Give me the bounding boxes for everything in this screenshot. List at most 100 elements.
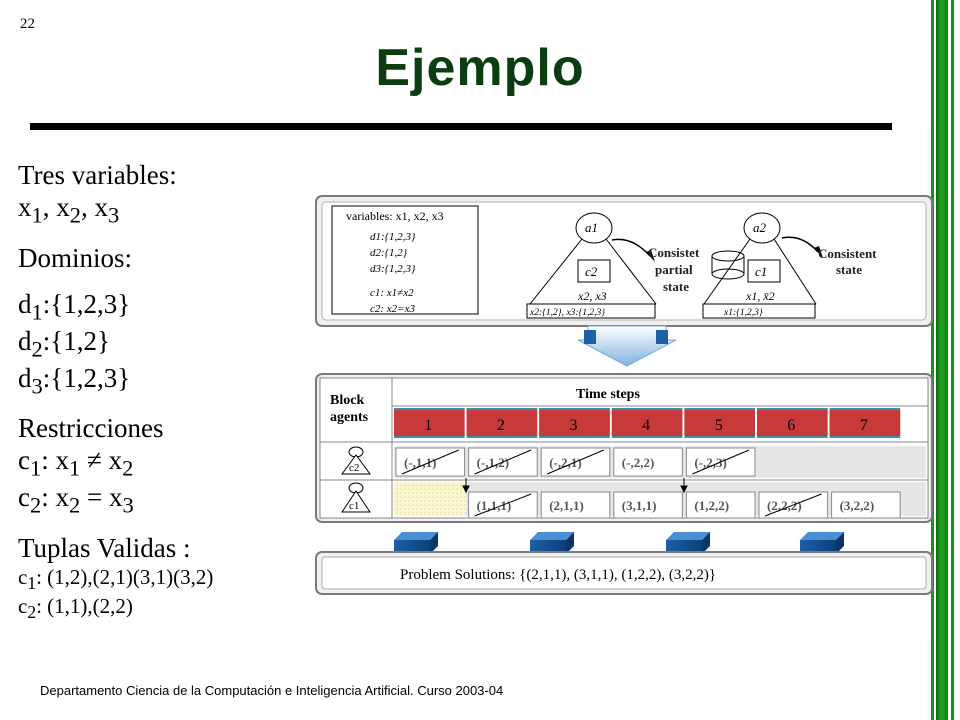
tuples-heading: Tuplas Validas : [18,533,191,564]
slide-title: Ejemplo [375,39,585,97]
c1-cell [831,491,901,519]
domain-d2: d2:{1,2} [18,325,110,361]
time-steps-label: Time steps [576,387,640,402]
database-icon [711,250,745,280]
agent-a2-vars: x1, x̄2 [745,289,775,303]
time-step-label: 4 [642,417,650,434]
restrictions-heading: Restricciones [18,413,164,444]
slide-number: 22 [20,16,35,32]
tuples-c1: c1: (1,2),(2,1)(3,1)(3,2) [18,565,214,594]
time-step-label: 7 [860,417,868,434]
title-underline [30,123,892,130]
variables-box [331,205,479,315]
down-arrow-icon [577,325,677,367]
agent-c1-icon: c1 [341,482,371,513]
agent-a1-tree: a1 c2 x2, x3 x2:{1,2}, x3:{1,2,3} [526,212,657,319]
consistent-label-2: state [836,262,862,277]
solutions-text: Problem Solutions: {(2,1,1), (3,1,1), (1… [400,567,716,583]
solution-arrows [394,532,844,554]
panel-c1: c1: x1≠x2 [370,287,414,299]
time-step-fill [757,410,828,436]
agent-c2-icon: c2 [341,446,371,475]
block-top [666,532,710,540]
agent-a2-tree: a2 c1 x1, x̄2 x1:{1,2,3} [702,212,817,319]
agent-c1-label: c1 [349,500,359,512]
partial-label-3: state [663,279,689,294]
c1-cell-strike [764,493,822,517]
agent-c2-label: c2 [349,462,359,474]
block-side [566,532,574,554]
message-arrows [462,478,688,494]
time-step-label: 2 [497,417,505,434]
block-side [836,532,844,554]
variables-list: x1, x2, x3 [18,191,120,228]
panel-d2: d2:{1,2} [370,247,408,259]
block-top [394,532,438,540]
tuples-c2: c2: (1,1),(2,2) [18,593,133,623]
row-c2-cells: (-,1,1) (-,1,2) (-,2,1) (-,2,2) (-,2,3) [395,447,756,477]
panel-d1: d1:{1,2,3} [370,231,416,243]
agent-a1-domain: x2:{1,2}, x3:{1,2,3} [529,308,605,318]
footer: Departamento Ciencia de la Computación e… [40,683,504,698]
panel-c2: c2: x2=x3 [370,303,415,315]
c1-cell-label: (2,2,2) [767,498,802,513]
row-c1-cells: (1,1,1) (2,1,1) (3,1,1) (1,2,2) (2,2,2) (3,2,… [468,491,901,519]
partial-label-2: partial [655,262,693,277]
c2-cell-strike [692,449,750,475]
constraint-c1: c1: x1 ≠ x2 [18,445,134,481]
agent-a1-box-label: c2 [585,264,598,279]
c2-cell-label: (-,2,3) [694,455,727,470]
c2-cell-label: (-,1,2) [477,455,510,470]
time-step-fill [611,410,683,436]
panel-d3: d3:{1,2,3} [370,263,416,275]
agent-a1-label: a1 [585,220,598,235]
agent-a2-box-label: c1 [755,264,767,279]
block-side [430,532,438,554]
c2-cell [613,447,683,477]
c2-cell-strike [401,449,459,475]
variables-heading: Tres variables: [18,160,177,190]
decorative-green-bar [931,0,954,720]
block-agents-label-1: Block [330,393,364,408]
c1-cell-label: (1,2,2) [694,498,729,513]
block-top [530,532,574,540]
c2-cell-label: (-,2,2) [622,455,655,470]
c1-cell-label: (2,1,1) [549,498,584,513]
c2-cell-label: (-,1,1) [404,455,437,470]
block-front [800,540,836,554]
c1-cell [685,491,756,519]
c1-cell-strike [474,493,532,517]
block-front [530,540,566,554]
c2-cell-label: (-,2,1) [549,455,582,470]
time-step-label: 6 [787,417,795,434]
partial-label-1: Consistet [648,245,700,260]
c1-cell-label: (3,2,2) [840,498,875,513]
domain-d1: d1:{1,2,3} [18,288,131,325]
time-step-fill [684,410,755,436]
block-side [702,532,710,554]
left-text-column: Tres variables: x1, x2, x3 Dominios: d1:… [18,160,308,623]
idle-cell [394,482,466,516]
constraint-c2: c2: x2 = x3 [18,482,134,518]
block-top [800,532,844,540]
block-front [394,540,430,554]
time-step-fill [829,410,901,436]
agent-a1-vars: x2, x3 [577,289,607,303]
c1-cell [613,491,683,519]
time-step-fill [394,410,465,436]
c2-cell-strike [474,449,532,475]
domain-d3: d3:{1,2,3} [18,362,131,398]
agent-a2-label: a2 [753,220,767,235]
variables-line: variables: x1, x2, x3 [346,209,444,223]
consistent-label-1: Consistent [818,246,877,261]
time-step-label: 3 [570,417,578,434]
block-front [666,540,702,554]
c1-cell-label: (3,1,1) [622,498,657,513]
c2-cell-strike [547,449,604,475]
time-step-label: 1 [424,417,432,434]
c1-cell [540,491,611,519]
domains-heading: Dominios: [18,242,133,273]
c1-cell-label: (1,1,1) [477,498,512,513]
